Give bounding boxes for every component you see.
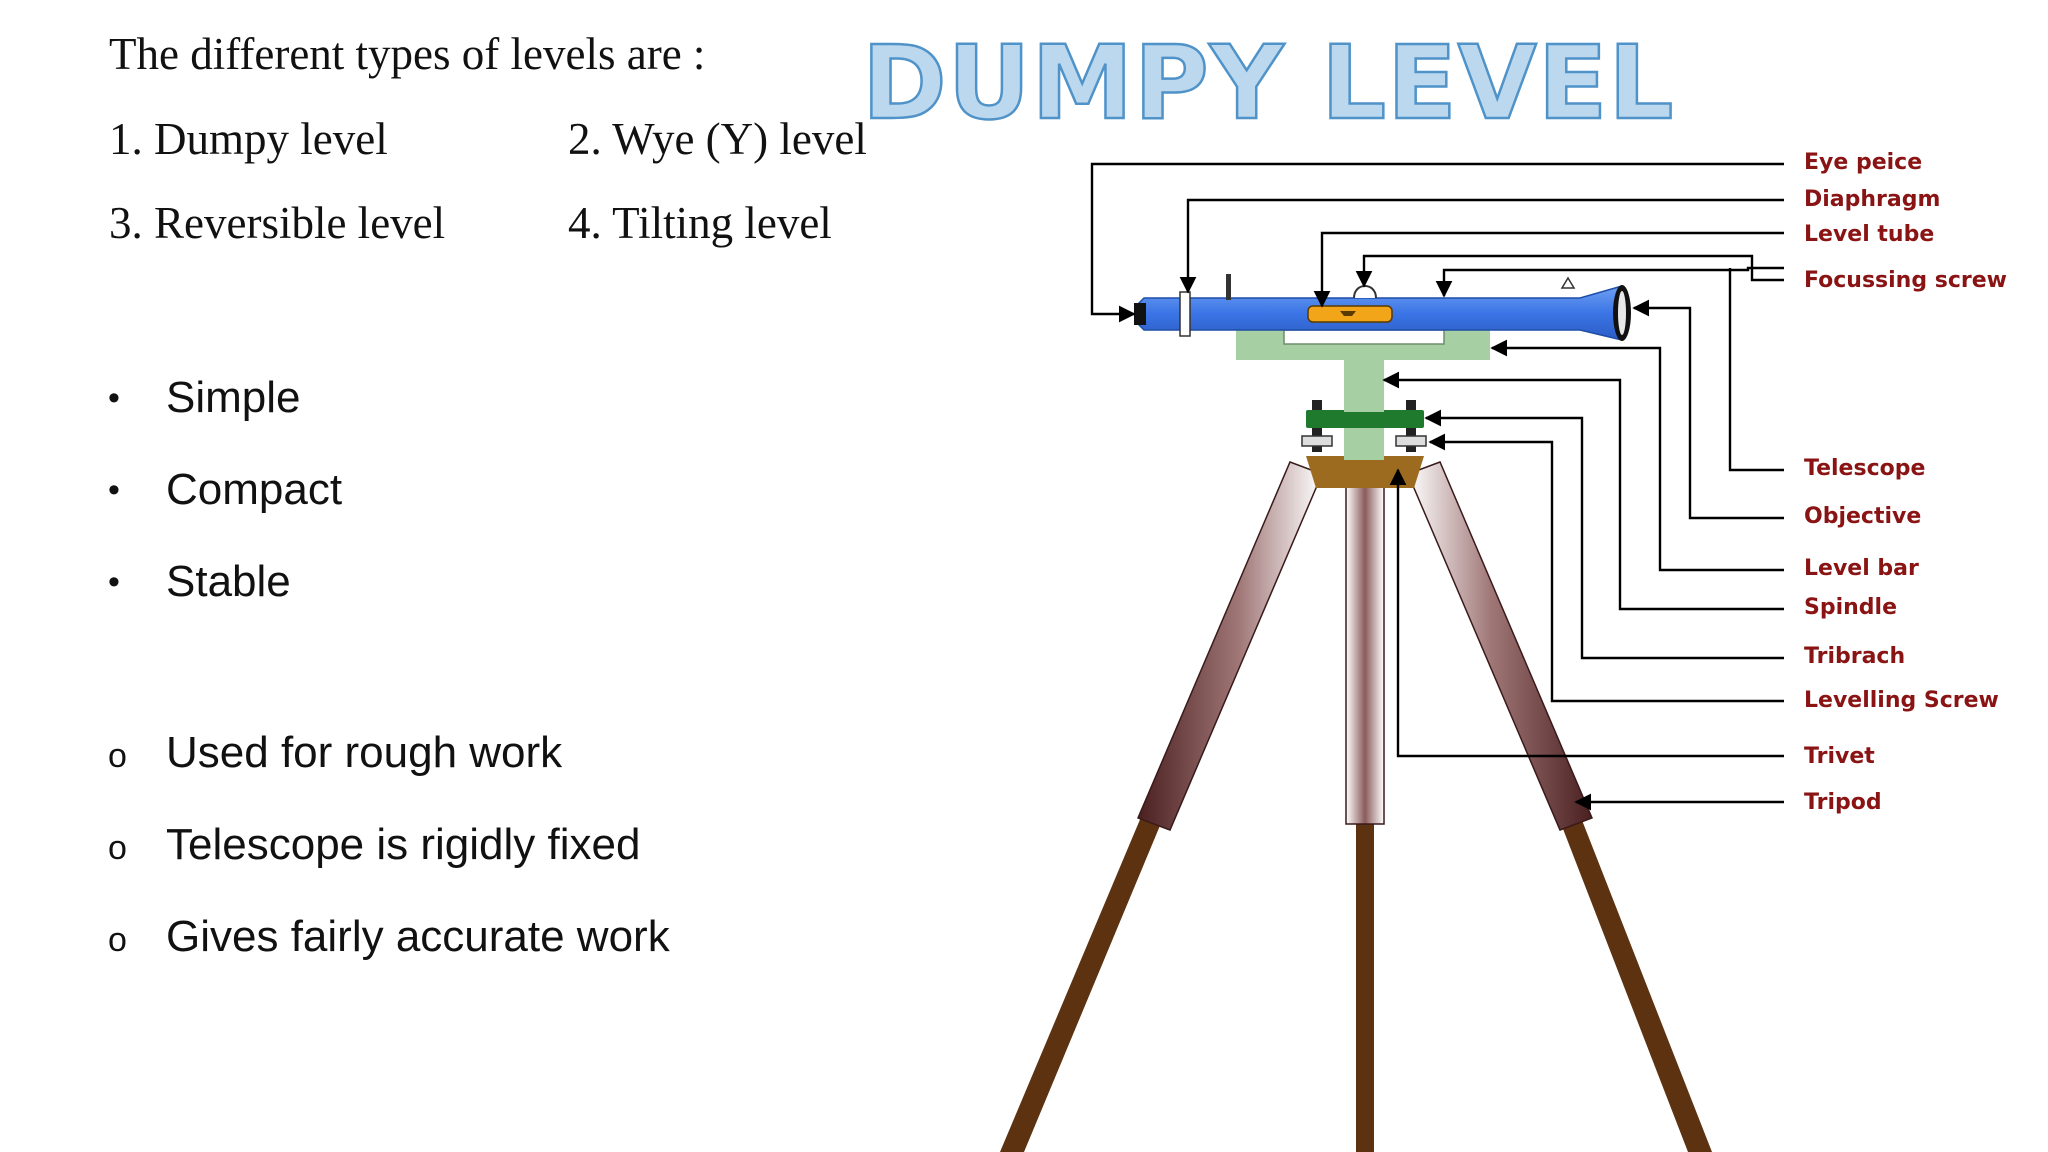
tripod-leg-left bbox=[1000, 810, 1164, 1152]
tripod-leg-center bbox=[1356, 800, 1374, 1152]
label-eye-piece: Eye peice bbox=[1804, 150, 1922, 175]
list-item: • Stable bbox=[108, 536, 342, 628]
tripod-sleeve-left bbox=[1137, 461, 1323, 831]
sight-pin bbox=[1226, 274, 1231, 300]
circle-bullet-icon: o bbox=[108, 828, 127, 867]
feature-text: Used for rough work bbox=[166, 728, 563, 777]
tripod-sleeve-center bbox=[1345, 461, 1385, 825]
advantages-list: • Simple • Compact • Stable bbox=[108, 352, 342, 628]
spindle bbox=[1344, 352, 1384, 412]
tripod-sleeve-right bbox=[1407, 461, 1593, 831]
intro-text: The different types of levels are : bbox=[109, 29, 706, 79]
list-item: o Gives fairly accurate work bbox=[108, 891, 670, 983]
level-instrument bbox=[1134, 274, 1631, 488]
feature-text: Gives fairly accurate work bbox=[166, 912, 670, 961]
level-type-wye: 2. Wye (Y) level bbox=[568, 114, 867, 164]
diaphragm bbox=[1179, 291, 1191, 337]
label-level-tube: Level tube bbox=[1804, 222, 1934, 247]
label-tribrach: Tribrach bbox=[1804, 644, 1905, 669]
circle-bullet-icon: o bbox=[108, 920, 127, 959]
advantage-text: Compact bbox=[166, 465, 343, 514]
label-tripod: Tripod bbox=[1804, 790, 1882, 815]
bullet-icon: • bbox=[108, 470, 120, 509]
label-objective: Objective bbox=[1804, 504, 1921, 529]
label-telescope: Telescope bbox=[1804, 456, 1925, 481]
label-diaphragm: Diaphragm bbox=[1804, 187, 1940, 212]
level-bar-slot bbox=[1283, 329, 1445, 345]
bullet-icon: • bbox=[108, 378, 120, 417]
label-trivet: Trivet bbox=[1804, 744, 1875, 769]
tribrach bbox=[1306, 410, 1424, 428]
focussing-screw bbox=[1353, 285, 1377, 299]
tripod-leg-right bbox=[1558, 810, 1712, 1152]
tripod bbox=[1000, 461, 1712, 1152]
eyepiece bbox=[1134, 303, 1146, 325]
label-level-bar: Level bar bbox=[1804, 556, 1919, 581]
bullet-icon: • bbox=[108, 562, 120, 601]
list-item: • Simple bbox=[108, 352, 342, 444]
list-item: o Telescope is rigidly fixed bbox=[108, 799, 670, 891]
label-spindle: Spindle bbox=[1804, 595, 1897, 620]
leader-lines bbox=[1090, 162, 1784, 811]
list-item: • Compact bbox=[108, 444, 342, 536]
level-type-reversible: 3. Reversible level bbox=[109, 198, 446, 248]
label-levelling-screw: Levelling Screw bbox=[1804, 688, 1999, 713]
list-item: o Used for rough work bbox=[108, 707, 670, 799]
level-type-tilting: 4. Tilting level bbox=[568, 198, 832, 248]
advantage-text: Stable bbox=[166, 557, 291, 606]
circle-bullet-icon: o bbox=[108, 736, 127, 775]
part-labels: Eye peice Diaphragm Level tube Focussing… bbox=[1804, 150, 2007, 815]
advantage-text: Simple bbox=[166, 373, 301, 422]
label-focussing-screw: Focussing screw bbox=[1804, 268, 2007, 293]
trivet-stage bbox=[1306, 456, 1424, 488]
feature-text: Telescope is rigidly fixed bbox=[166, 820, 641, 869]
slide-title: DUMPY LEVEL bbox=[861, 23, 1675, 145]
level-type-dumpy: 1. Dumpy level bbox=[109, 114, 388, 164]
